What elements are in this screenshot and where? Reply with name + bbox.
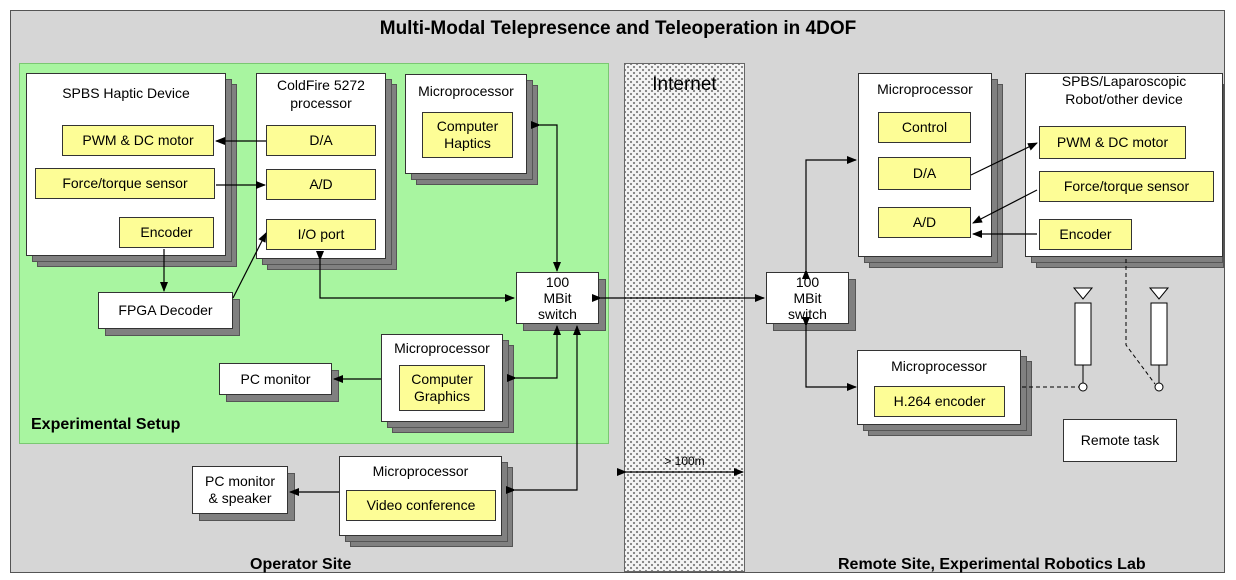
micro-haptics-title: Microprocessor: [418, 83, 514, 99]
operator-switch-line3: switch: [538, 306, 577, 322]
remote-control-block: Control: [878, 112, 971, 143]
computer-haptics-line2: Haptics: [444, 135, 491, 151]
micro-video-box: Microprocessor Video conference: [339, 456, 513, 547]
remote-task-box: Remote task: [1063, 419, 1177, 462]
camera-1-body: [1074, 302, 1092, 366]
robot-title-line1: SPBS/Laparoscopic: [1061, 73, 1187, 89]
operator-switch-line2: MBit: [543, 290, 572, 306]
camera-icons: [1072, 287, 1170, 392]
computer-graphics-line1: Computer: [411, 371, 473, 387]
haptic-pwm-block: PWM & DC motor: [62, 125, 214, 156]
computer-haptics-block: Computer Haptics: [422, 112, 513, 158]
fpga-decoder-box: FPGA Decoder: [98, 292, 240, 336]
arrow-io-switch: [316, 251, 515, 302]
camera-2-icon: [1148, 287, 1170, 300]
arrow-remote-switch-micro: [802, 156, 857, 279]
pc-monitor-label: PC monitor: [219, 363, 332, 395]
fpga-decoder-label: FPGA Decoder: [98, 292, 233, 329]
coldfire-processor-box: ColdFire 5272 processor D/A A/D I/O port: [256, 73, 397, 270]
remote-site-label: Remote Site, Experimental Robotics Lab: [838, 556, 1146, 573]
operator-switch-line1: 100: [545, 274, 570, 290]
arrow-remote-da-to-pwm: [970, 142, 1038, 176]
operator-switch: 100 MBit switch: [516, 272, 599, 324]
haptic-encoder-block: Encoder: [119, 217, 214, 248]
coldfire-da-block: D/A: [266, 125, 376, 156]
pc-monitor-speaker-line1: PC monitor: [204, 473, 276, 489]
experimental-setup-label: Experimental Setup: [31, 416, 181, 433]
micro-graphics-title: Microprocessor: [394, 340, 490, 356]
computer-graphics-line2: Graphics: [413, 388, 471, 404]
remote-da-block: D/A: [878, 157, 971, 190]
internet-band: [624, 63, 745, 572]
diagram-title: Multi-Modal Telepresence and Teleoperati…: [379, 18, 857, 39]
robot-encoder-block: Encoder: [1039, 219, 1132, 250]
pc-monitor-speaker-box: PC monitor & speaker: [192, 466, 295, 521]
arrow-graphics-switch: [507, 325, 561, 382]
coldfire-title-line1: ColdFire 5272: [277, 77, 365, 93]
camera-2-body: [1150, 302, 1168, 366]
arrow-remote-switch-h264: [802, 317, 857, 391]
coldfire-ad-block: A/D: [266, 169, 376, 200]
arrow-haptics-switch: [531, 121, 561, 272]
haptic-device-title: SPBS Haptic Device: [62, 85, 190, 101]
haptic-device-box: SPBS Haptic Device PWM & DC motor Force/…: [26, 73, 237, 267]
pc-monitor-speaker: PC monitor & speaker: [192, 466, 288, 514]
robot-pwm-block: PWM & DC motor: [1039, 126, 1186, 159]
operator-site-label: Operator Site: [250, 556, 352, 573]
remote-switch-line2: MBit: [793, 290, 822, 306]
coldfire-io-port-block: I/O port: [266, 219, 376, 250]
robot-device-box: SPBS/Laparoscopic Robot/other device PWM…: [1025, 73, 1224, 268]
micro-video-title: Microprocessor: [372, 463, 469, 479]
dashed-encoder-camera: [1125, 259, 1156, 385]
arrow-fpga-to-io: [232, 232, 267, 299]
arrow-force-to-remote-ad: [972, 189, 1038, 224]
haptic-force-sensor-block: Force/torque sensor: [35, 168, 215, 199]
remote-micro-h264-title: Microprocessor: [891, 358, 987, 374]
micro-haptics-box: Microprocessor Computer Haptics: [405, 74, 538, 185]
arrow-video-switch: [506, 325, 581, 494]
operator-switch-box: 100 MBit switch: [516, 272, 606, 331]
computer-haptics-line1: Computer: [436, 118, 499, 134]
coldfire-title-line2: processor: [290, 95, 352, 111]
video-conference-block: Video conference: [346, 490, 496, 521]
camera-1-icon: [1072, 287, 1094, 300]
computer-graphics-block: Computer Graphics: [399, 365, 485, 411]
robot-force-sensor-block: Force/torque sensor: [1039, 171, 1214, 202]
remote-micro-title: Microprocessor: [877, 81, 973, 97]
pc-monitor-speaker-line2: & speaker: [208, 490, 272, 506]
micro-graphics-box: Microprocessor Computer Graphics: [381, 334, 514, 433]
remote-micro-h264-box: Microprocessor H.264 encoder: [857, 350, 1032, 436]
h264-encoder-block: H.264 encoder: [874, 386, 1005, 417]
distance-label: > 100m: [664, 454, 705, 468]
internet-label: Internet: [652, 74, 717, 95]
robot-title-line2: Robot/other device: [1065, 91, 1183, 107]
remote-ad-block: A/D: [878, 207, 971, 238]
pc-monitor-box: PC monitor: [219, 363, 339, 402]
